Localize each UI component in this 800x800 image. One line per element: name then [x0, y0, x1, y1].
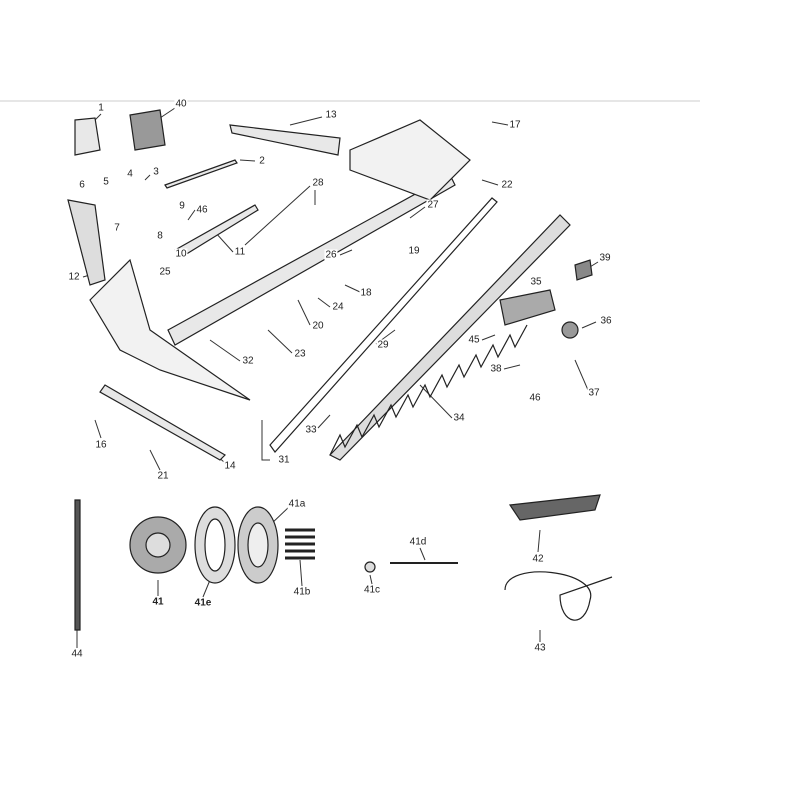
part-label: 41d: [408, 536, 428, 548]
outer-shoe: [349, 119, 471, 201]
part-label: 41b: [292, 586, 312, 598]
part-label: 17: [508, 119, 522, 131]
part-label: 34: [452, 412, 466, 424]
leader-lines: [76, 107, 599, 648]
part-label: 42: [531, 553, 545, 565]
part-label: 23: [293, 348, 307, 360]
bar-31: [269, 197, 498, 453]
part-label: 46: [195, 204, 209, 216]
parts: [67, 109, 613, 631]
part-label: 5: [102, 176, 110, 188]
part-label: 32: [241, 355, 255, 367]
part-label: 21: [156, 470, 170, 482]
part-label: 12: [67, 271, 81, 283]
part-label: 1: [97, 102, 105, 114]
part-40: [129, 109, 166, 151]
part-label: 14: [223, 460, 237, 472]
part-label: 27: [426, 199, 440, 211]
part-label: 40: [174, 98, 188, 110]
part-label: 37: [587, 387, 601, 399]
rod-2: [164, 159, 238, 189]
part-label: 2: [258, 155, 266, 167]
inner-shoe-12: [89, 258, 251, 401]
part-label: 41e: [193, 597, 213, 609]
part-1: [74, 117, 101, 156]
part-label: 44: [70, 648, 84, 660]
part-label: 22: [500, 179, 514, 191]
part-label: 45: [467, 334, 481, 346]
part-label: 25: [158, 266, 172, 278]
part-label: 19: [407, 245, 421, 257]
arm-35: [499, 289, 556, 326]
part-label: 29: [376, 339, 390, 351]
part-label: 3: [152, 166, 160, 178]
part-label: 46: [528, 392, 542, 404]
part-label: 41c: [362, 584, 382, 596]
arm-13: [229, 124, 341, 156]
part-12: [67, 199, 106, 286]
part-label: 9: [178, 200, 186, 212]
part-label: 13: [324, 109, 338, 121]
spring-41b: [285, 528, 315, 560]
part-label: 41: [151, 596, 165, 608]
cable-43: [504, 571, 613, 621]
part-label: 6: [78, 179, 86, 191]
part-label: 35: [529, 276, 543, 288]
part-label: 7: [113, 222, 121, 234]
part-label: 36: [599, 315, 613, 327]
nut-41c: [364, 561, 376, 573]
cutter-bar-32: [167, 174, 456, 346]
part-label: 33: [304, 424, 318, 436]
part-label: 26: [324, 249, 338, 261]
part-label: 28: [311, 177, 325, 189]
part-label: 43: [533, 642, 547, 654]
part-label: 24: [331, 301, 345, 313]
part-label: 20: [311, 320, 325, 332]
part-label: 10: [174, 248, 188, 260]
part-label: 11: [233, 246, 247, 258]
part-label: 31: [277, 454, 291, 466]
knife-34: [329, 214, 571, 461]
part-label: 8: [156, 230, 164, 242]
part-label: 38: [489, 363, 503, 375]
part-label: 41a: [287, 498, 307, 510]
rod-44: [74, 499, 81, 631]
lever-42: [508, 494, 601, 521]
part-label: 39: [598, 252, 612, 264]
part-label: 4: [126, 168, 134, 180]
part-label: 16: [94, 439, 108, 451]
part-label: 18: [359, 287, 373, 299]
bushing-36: [561, 321, 579, 339]
bar-14: [99, 384, 226, 461]
part-39: [574, 259, 593, 281]
